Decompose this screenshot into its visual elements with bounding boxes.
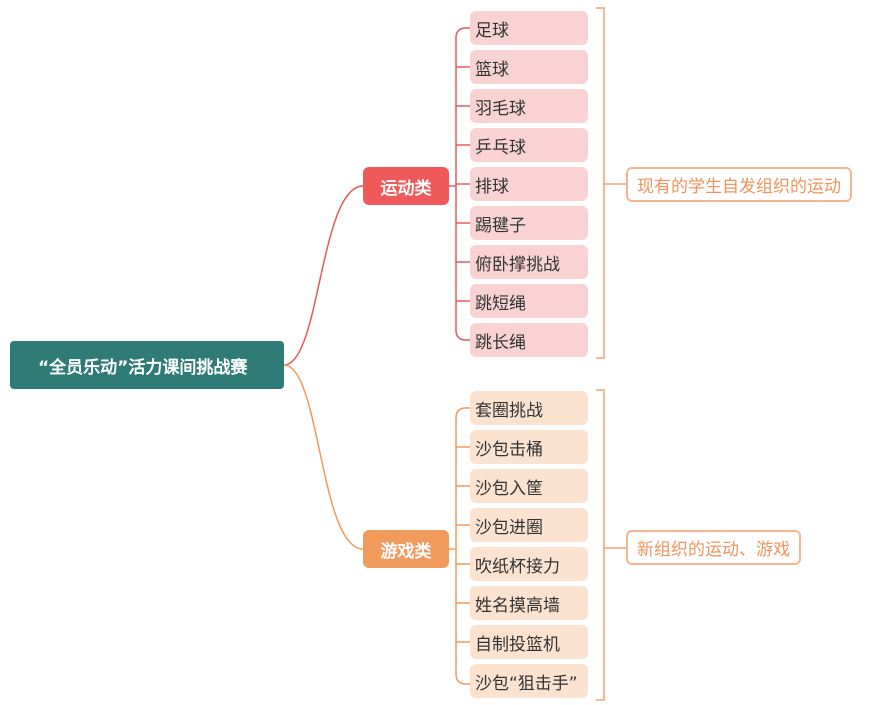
leaf-sport-5[interactable]: 排球 — [470, 167, 588, 201]
sport-summary-bracket — [596, 7, 626, 359]
game-branches — [449, 407, 470, 685]
sport-summary-note[interactable]: 现有的学生自发组织的运动 — [626, 167, 852, 202]
leaf-game-2[interactable]: 沙包击桶 — [470, 430, 588, 464]
leaf-game-3[interactable]: 沙包入筐 — [470, 469, 588, 503]
leaf-game-6[interactable]: 姓名摸高墙 — [470, 586, 588, 620]
leaf-sport-8[interactable]: 跳短绳 — [470, 284, 588, 318]
leaf-sport-6[interactable]: 踢毽子 — [470, 206, 588, 240]
category-sport[interactable]: 运动类 — [363, 167, 449, 205]
leaf-game-7[interactable]: 自制投篮机 — [470, 625, 588, 659]
leaf-game-1[interactable]: 套圈挑战 — [470, 391, 588, 425]
leaf-sport-7[interactable]: 俯卧撑挑战 — [470, 245, 588, 279]
game-summary-bracket — [596, 389, 626, 701]
game-summary-note[interactable]: 新组织的运动、游戏 — [626, 530, 801, 565]
leaf-game-5[interactable]: 吹纸杯接力 — [470, 547, 588, 581]
leaf-sport-3[interactable]: 羽毛球 — [470, 89, 588, 123]
leaf-sport-9[interactable]: 跳长绳 — [470, 323, 588, 357]
category-game[interactable]: 游戏类 — [363, 530, 449, 568]
leaf-game-4[interactable]: 沙包进圈 — [470, 508, 588, 542]
root-to-sport-link — [283, 185, 364, 366]
leaf-sport-1[interactable]: 足球 — [470, 11, 588, 45]
leaf-sport-4[interactable]: 乒乓球 — [470, 128, 588, 162]
sport-branches — [449, 27, 470, 341]
leaf-game-8[interactable]: 沙包“狙击手” — [470, 664, 588, 698]
root-to-game-link — [283, 364, 364, 550]
root-topic[interactable]: “全员乐动”活力课间挑战赛 — [10, 341, 284, 389]
leaf-sport-2[interactable]: 篮球 — [470, 50, 588, 84]
